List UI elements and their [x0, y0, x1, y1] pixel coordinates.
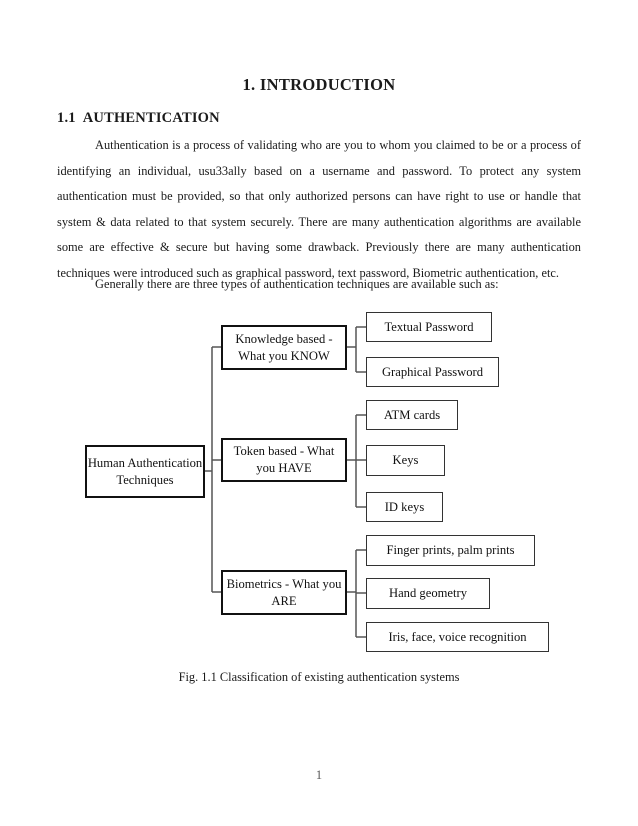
page-number: 1	[315, 768, 323, 782]
diagram-leaf-textual-password[interactable]: Textual Password	[366, 312, 492, 342]
section-number: 1.1	[57, 110, 76, 126]
body-paragraph-1: Authentication is a process of validatin…	[57, 138, 581, 280]
diagram-node-biometrics[interactable]: Biometrics - What you ARE	[221, 570, 347, 615]
page-title: 1. INTRODUCTION	[242, 75, 396, 94]
section-heading: 1.1 AUTHENTICATION	[57, 110, 220, 127]
body-paragraph-2: Generally there are three types of authe…	[95, 277, 499, 291]
diagram-leaf-id-keys[interactable]: ID keys	[366, 492, 443, 522]
diagram-leaf-iris-face-voice[interactable]: Iris, face, voice recognition	[366, 622, 549, 652]
figure-caption: Fig. 1.1 Classification of existing auth…	[178, 670, 460, 684]
diagram-node-root[interactable]: Human Authentication Techniques	[85, 445, 205, 498]
diagram-leaf-hand-geometry[interactable]: Hand geometry	[366, 578, 490, 609]
diagram-leaf-graphical-password[interactable]: Graphical Password	[366, 357, 499, 387]
diagram-node-knowledge-based[interactable]: Knowledge based - What you KNOW	[221, 325, 347, 370]
diagram-leaf-finger-prints[interactable]: Finger prints, palm prints	[366, 535, 535, 566]
section-heading-label: AUTHENTICATION	[82, 110, 220, 126]
diagram-leaf-atm-cards[interactable]: ATM cards	[366, 400, 458, 430]
diagram-leaf-keys[interactable]: Keys	[366, 445, 445, 476]
diagram-node-token-based[interactable]: Token based - What you HAVE	[221, 438, 347, 482]
